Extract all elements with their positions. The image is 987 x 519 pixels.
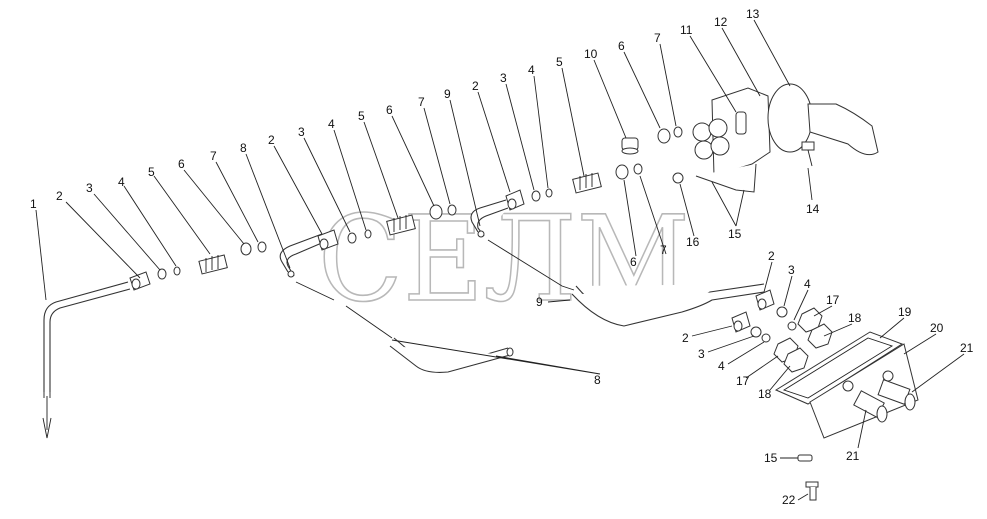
callout-10: 10 — [584, 47, 598, 61]
callout-21: 21 — [846, 449, 860, 463]
ring-3a — [157, 268, 167, 280]
callout-4: 4 — [328, 117, 335, 131]
pipe-9 — [470, 199, 765, 327]
union-5c — [572, 172, 602, 194]
callout-2: 2 — [768, 249, 775, 263]
washer-6c — [615, 164, 629, 180]
callout-3: 3 — [500, 71, 507, 85]
washer-4b — [364, 229, 372, 239]
callout-12: 12 — [714, 15, 728, 29]
callout-4: 4 — [118, 175, 125, 189]
callout-16: 16 — [686, 235, 700, 249]
callout-7: 7 — [654, 31, 661, 45]
pipe-1 — [42, 281, 131, 439]
ring-3c — [531, 190, 541, 202]
callout-7: 7 — [210, 149, 217, 163]
callout-3: 3 — [298, 125, 305, 139]
washer-4e — [761, 333, 771, 343]
callout-4: 4 — [718, 359, 725, 373]
bolt-14 — [801, 141, 815, 167]
callout-3: 3 — [86, 181, 93, 195]
callout-6: 6 — [618, 39, 625, 53]
callout-3: 3 — [788, 263, 795, 277]
plug-10 — [621, 137, 639, 155]
brake-valve — [692, 83, 879, 193]
washer-4c — [545, 188, 553, 198]
callout-13: 13 — [746, 7, 760, 21]
ring-3e — [750, 326, 762, 338]
callout-6: 6 — [386, 103, 393, 117]
ring-7b — [447, 204, 457, 216]
ring-3d — [776, 306, 788, 318]
callout-2: 2 — [682, 331, 689, 345]
bolt-22 — [805, 481, 819, 501]
callout-21: 21 — [960, 341, 974, 355]
callout-labels: 1 2 3 4 5 6 7 8 2 3 4 5 6 7 9 2 3 4 5 10… — [30, 7, 974, 507]
callout-6: 6 — [178, 157, 185, 171]
nut-18a — [807, 323, 833, 349]
nut-2a — [129, 271, 151, 291]
callout-8: 8 — [240, 141, 247, 155]
callout-9: 9 — [536, 295, 543, 309]
callout-17: 17 — [736, 374, 750, 388]
callout-14: 14 — [806, 202, 820, 216]
washer-6b — [429, 204, 443, 220]
callout-15: 15 — [728, 227, 742, 241]
leader-lines — [35, 19, 965, 501]
callout-19: 19 — [898, 305, 912, 319]
nut-2d — [755, 289, 775, 311]
connector-21b — [853, 390, 888, 423]
callout-18: 18 — [758, 387, 772, 401]
nut-2e — [731, 311, 751, 333]
nut-2c — [505, 189, 525, 211]
washer-4d — [787, 321, 797, 331]
union-5a — [198, 254, 228, 275]
plate-19 — [774, 331, 904, 405]
callout-20: 20 — [930, 321, 944, 335]
callout-1: 1 — [30, 197, 37, 211]
callout-5: 5 — [148, 165, 155, 179]
callout-17: 17 — [826, 293, 840, 307]
union-5b — [386, 214, 416, 236]
ring-7c — [633, 163, 643, 175]
callout-9: 9 — [444, 87, 451, 101]
callout-4: 4 — [528, 63, 535, 77]
connector-21a — [877, 379, 916, 411]
callout-22: 22 — [782, 493, 796, 507]
pin-15 — [797, 454, 813, 462]
callout-3: 3 — [698, 347, 705, 361]
nut-16 — [672, 172, 684, 184]
callout-6: 6 — [630, 255, 637, 269]
callout-5: 5 — [358, 109, 365, 123]
callout-2: 2 — [268, 133, 275, 147]
ring-3b — [347, 232, 357, 244]
callout-4: 4 — [804, 277, 811, 291]
callout-7: 7 — [418, 95, 425, 109]
ring-7d — [673, 126, 683, 138]
callout-15: 15 — [764, 451, 778, 465]
callout-5: 5 — [556, 55, 563, 69]
callout-11: 11 — [680, 23, 693, 37]
callout-8: 8 — [594, 373, 601, 387]
callout-2: 2 — [56, 189, 63, 203]
callout-18: 18 — [848, 311, 862, 325]
callout-7: 7 — [660, 243, 667, 257]
nut-2b — [317, 229, 339, 251]
washer-6a — [240, 242, 252, 256]
callout-2: 2 — [472, 79, 479, 93]
ring-7a — [257, 241, 267, 253]
washer-4a — [173, 266, 181, 276]
washer-6d — [657, 128, 671, 144]
bracket-20 — [809, 343, 919, 439]
